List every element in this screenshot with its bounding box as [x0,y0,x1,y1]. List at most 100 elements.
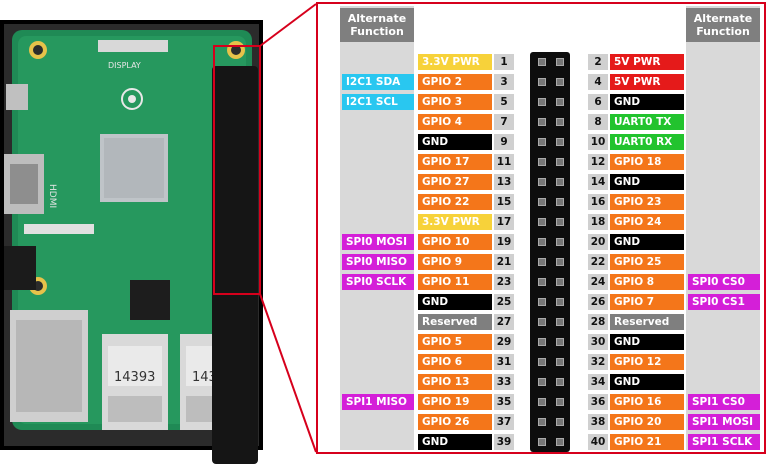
right-pin-number: 34 [588,374,608,390]
left-pin-label: GPIO 10 [418,234,492,250]
right-pin-number: 28 [588,314,608,330]
right-pin-label: GND [610,94,684,110]
header-pin [538,58,546,66]
right-alt-column [686,6,760,450]
header-pin [556,138,564,146]
left-pin-number: 39 [494,434,514,450]
left-pin-label: GND [418,434,492,450]
right-pin-label: GPIO 25 [610,254,684,270]
header-pin [538,438,546,446]
left-pin-number: 33 [494,374,514,390]
right-pin-label: GND [610,234,684,250]
left-pin-number: 11 [494,154,514,170]
header-pin [556,258,564,266]
left-pin-number: 15 [494,194,514,210]
right-pin-number: 36 [588,394,608,410]
header-pin [538,238,546,246]
left-pin-number: 37 [494,414,514,430]
left-alt-function: SPI0 MISO [342,254,414,270]
left-alt-header: Alternate Function [340,8,414,42]
header-pin [538,78,546,86]
header-pin [556,78,564,86]
left-alt-function: I2C1 SCL [342,94,414,110]
right-pin-label: Reserved [610,314,684,330]
header-pin [556,398,564,406]
right-pin-number: 24 [588,274,608,290]
header-pin [538,158,546,166]
right-pin-number: 20 [588,234,608,250]
left-pin-label: GPIO 17 [418,154,492,170]
right-pin-label: GPIO 18 [610,154,684,170]
header-pin [538,318,546,326]
right-pin-label: UART0 RX [610,134,684,150]
left-pin-label: Reserved [418,314,492,330]
header-pin [556,338,564,346]
left-alt-function: I2C1 SDA [342,74,414,90]
right-alt-header: Alternate Function [686,8,760,42]
header-pin [538,338,546,346]
header-pin [556,318,564,326]
left-pin-label: GPIO 6 [418,354,492,370]
right-pin-number: 18 [588,214,608,230]
left-pin-label: GPIO 4 [418,114,492,130]
left-pin-label: GPIO 2 [418,74,492,90]
left-alt-function: SPI1 MISO [342,394,414,410]
right-pin-label: GPIO 16 [610,394,684,410]
header-pin [538,118,546,126]
right-pin-number: 40 [588,434,608,450]
right-alt-function: SPI1 MOSI [688,414,760,430]
left-pin-number: 21 [494,254,514,270]
left-pin-number: 27 [494,314,514,330]
header-pin [556,298,564,306]
left-pin-number: 19 [494,234,514,250]
header-pin [538,298,546,306]
header-pin [556,278,564,286]
header-pin [538,418,546,426]
left-pin-label: GPIO 22 [418,194,492,210]
left-alt-function: SPI0 MOSI [342,234,414,250]
hdmi-label: HDMI [47,184,57,208]
right-pin-label: GPIO 7 [610,294,684,310]
right-pin-label: 5V PWR [610,74,684,90]
left-pin-number: 23 [494,274,514,290]
gpio-header-on-board [212,66,258,464]
right-pin-label: GPIO 23 [610,194,684,210]
header-pin [556,238,564,246]
right-pin-label: UART0 TX [610,114,684,130]
right-alt-function: SPI1 SCLK [688,434,760,450]
header-pin [556,158,564,166]
right-alt-function: SPI0 CS1 [688,294,760,310]
header-pin [556,438,564,446]
header-pin [556,178,564,186]
header-pin [556,218,564,226]
raspberry-pi-board-image: DISPLAY HDMI [0,20,263,464]
right-pin-number: 30 [588,334,608,350]
header-pin [538,138,546,146]
header-pin [538,378,546,386]
header-pin [538,198,546,206]
right-pin-number: 14 [588,174,608,190]
header-pin [538,278,546,286]
left-alt-function: SPI0 SCLK [342,274,414,290]
header-pin [538,98,546,106]
right-alt-function: SPI1 CS0 [688,394,760,410]
header-pin [538,258,546,266]
right-pin-number: 4 [588,74,608,90]
right-pin-number: 22 [588,254,608,270]
left-pin-number: 13 [494,174,514,190]
header-pin [556,58,564,66]
raspberry-logo [121,88,143,110]
header-pin [556,418,564,426]
header-pin [556,358,564,366]
left-pin-label: 3.3V PWR [418,214,492,230]
right-pin-number: 12 [588,154,608,170]
right-pin-number: 26 [588,294,608,310]
right-pin-number: 38 [588,414,608,430]
header-pin [556,98,564,106]
right-pin-label: GPIO 12 [610,354,684,370]
right-pin-label: GND [610,334,684,350]
pinout-diagram: Alternate Function Alternate Function 3.… [316,2,766,454]
left-pin-number: 7 [494,114,514,130]
left-pin-number: 35 [494,394,514,410]
